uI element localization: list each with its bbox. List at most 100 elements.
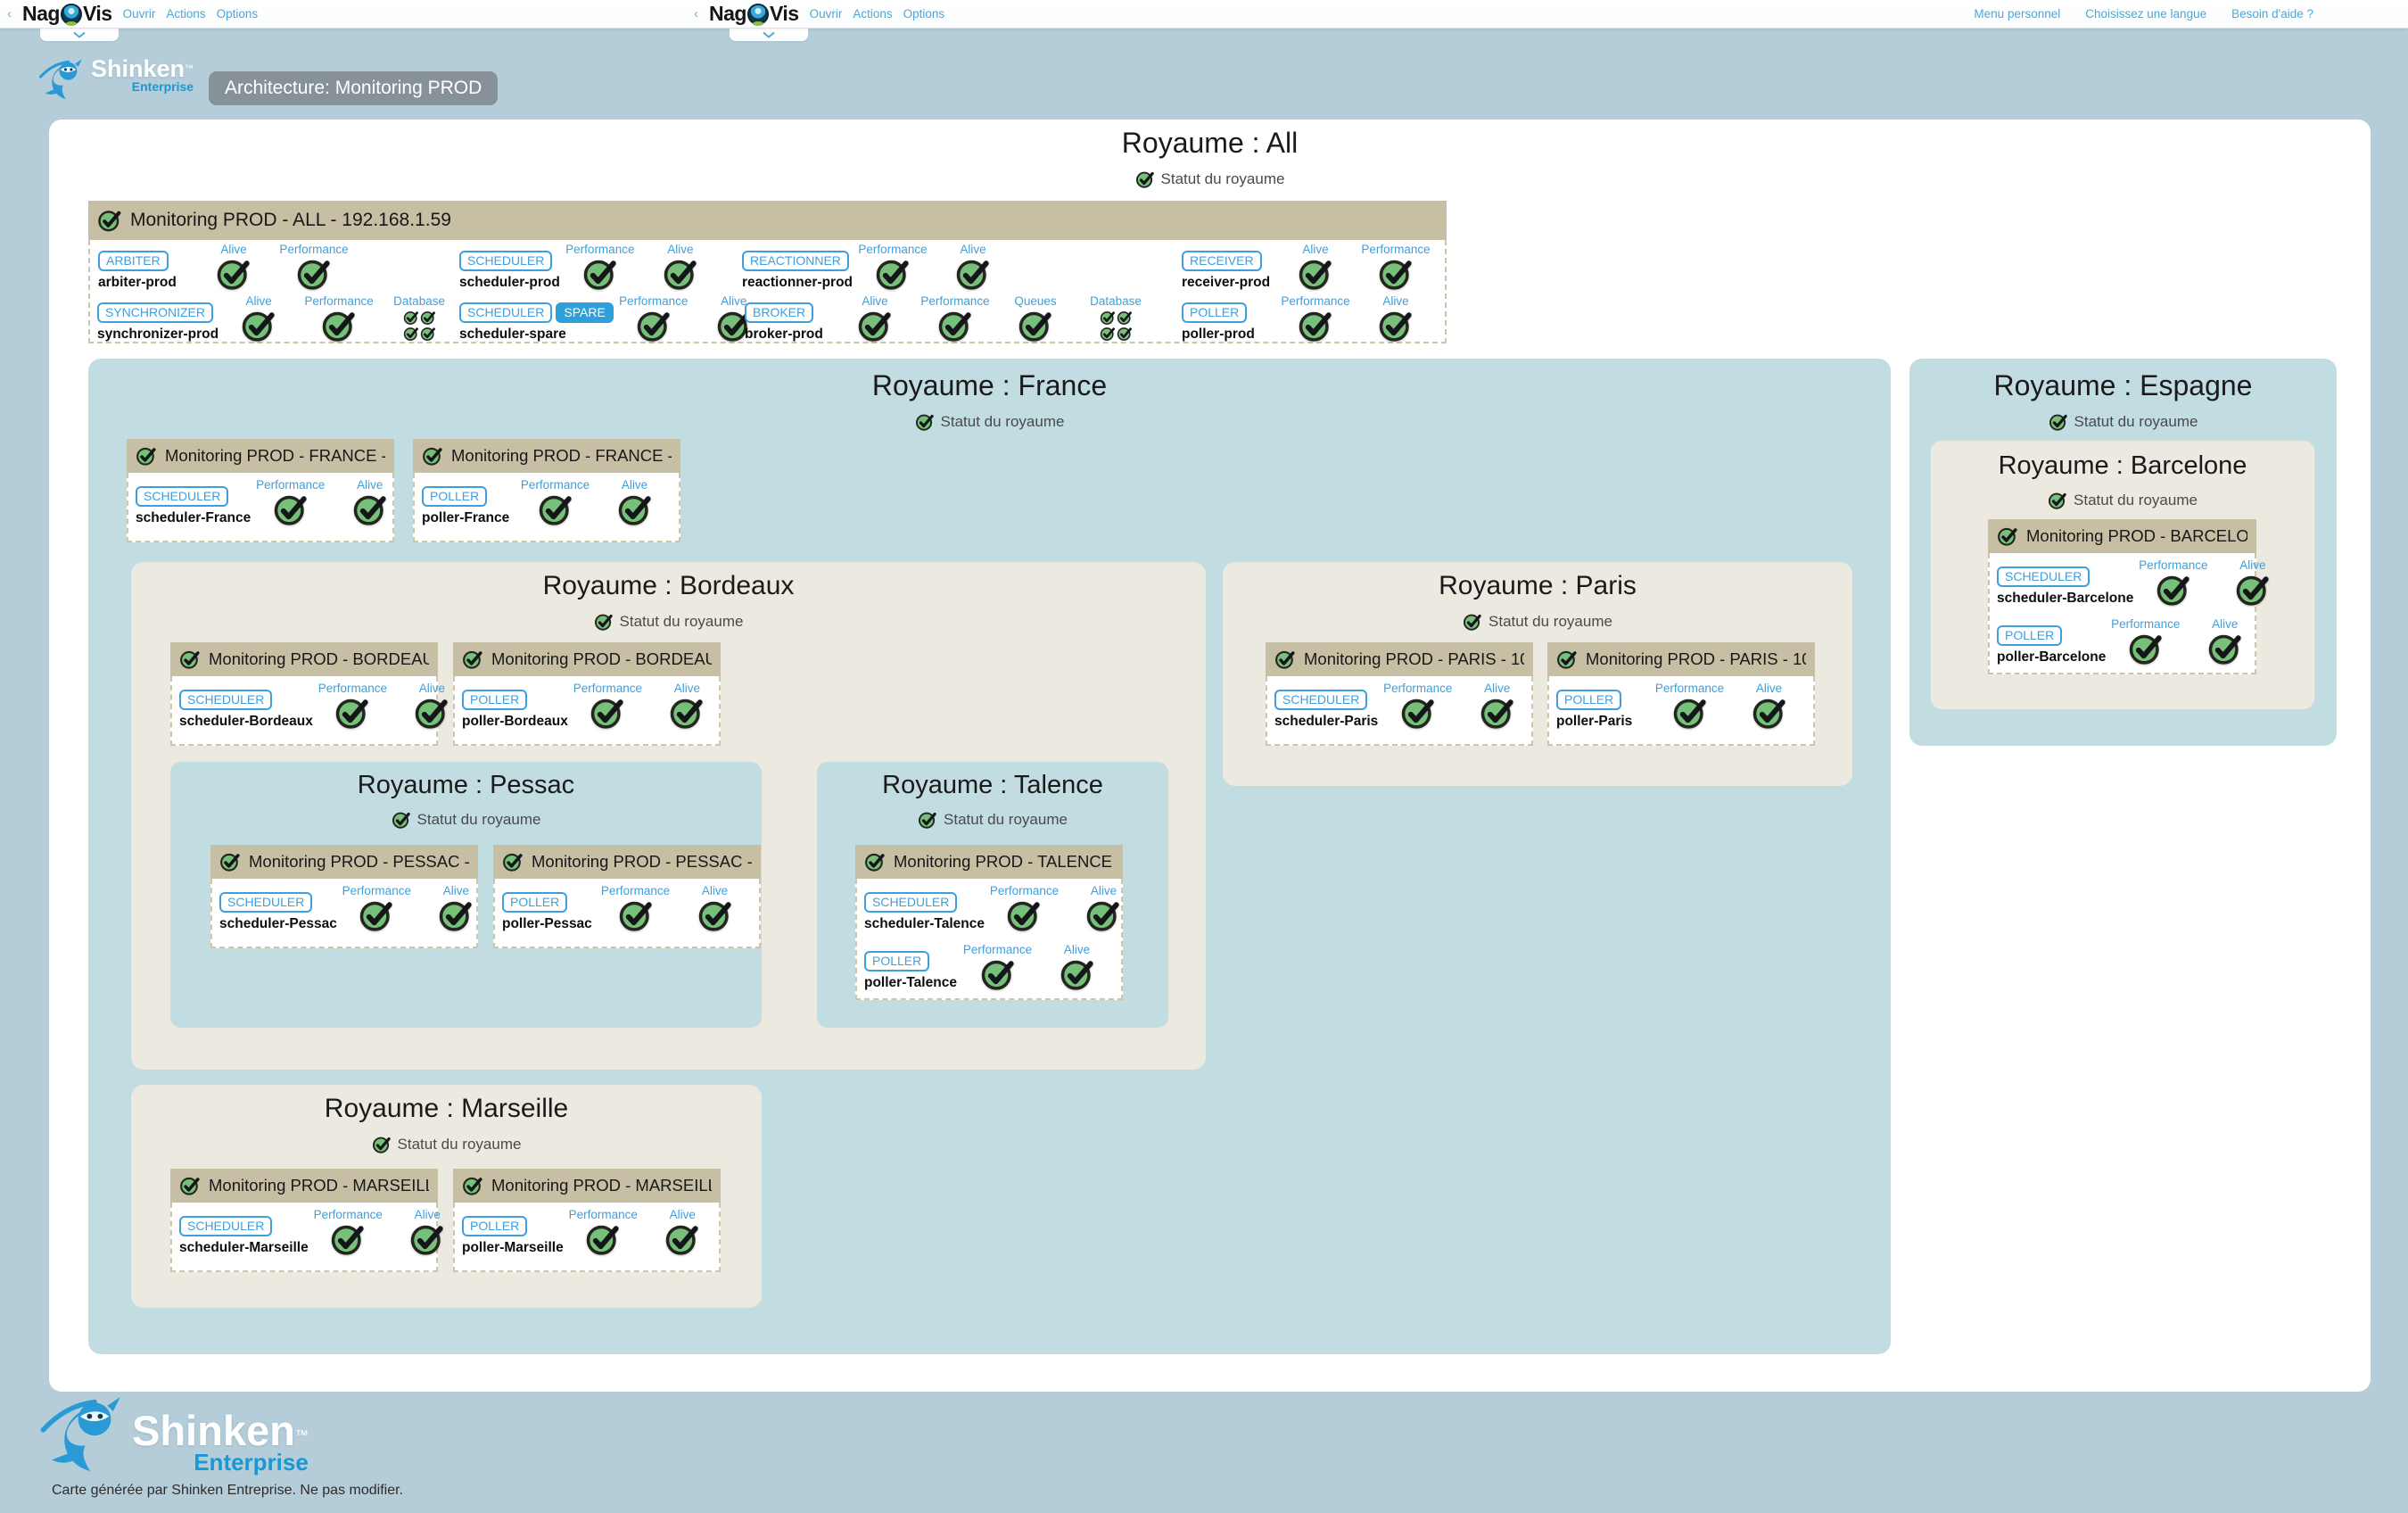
service-check-icon[interactable] [2207, 634, 2243, 670]
service-check-icon[interactable] [241, 311, 276, 347]
service-check-icon[interactable] [590, 699, 625, 734]
service-check-icon[interactable] [617, 495, 653, 531]
monitoring-host-header[interactable]: Monitoring PROD - BORDEAUX - ... [170, 642, 438, 676]
monitoring-host-header[interactable]: Monitoring PROD - BARCELONE -... [1988, 519, 2256, 553]
service-check-icon[interactable] [1378, 311, 1414, 347]
service-check-icon[interactable] [1006, 901, 1042, 937]
menu-actions[interactable]: Actions [853, 7, 893, 21]
status-ok-icon[interactable] [1135, 169, 1155, 189]
menu-personnel[interactable]: Menu personnel [1974, 7, 2061, 21]
service-check-icon[interactable] [1752, 699, 1787, 734]
service-check-icon[interactable] [1018, 311, 1053, 347]
service-check-icon[interactable] [2128, 634, 2164, 670]
back-arrow[interactable]: ‹ [7, 6, 12, 21]
service-check-icon[interactable] [538, 495, 573, 531]
status-ok-icon[interactable] [918, 810, 937, 830]
service-check-icon[interactable] [414, 699, 449, 734]
service-check-icon[interactable] [1480, 699, 1515, 734]
service-check-icon[interactable] [409, 1225, 445, 1261]
status-ok-icon[interactable] [372, 1135, 392, 1154]
status-ok-icon[interactable] [915, 412, 935, 432]
menu-ouvrir[interactable]: Ouvrir [809, 7, 843, 21]
menu-actions[interactable]: Actions [166, 7, 206, 21]
service-check-icon[interactable] [1378, 260, 1414, 295]
menu-langue[interactable]: Choisissez une langue [2085, 7, 2207, 21]
nagvis-eye-icon [60, 3, 82, 26]
service-check-icon[interactable] [585, 1225, 621, 1261]
service-check-icon[interactable] [716, 311, 752, 347]
monitoring-host-header[interactable]: Monitoring PROD - MARSEILLE - ... [453, 1169, 721, 1203]
header-dropdown-tab[interactable] [40, 28, 119, 41]
service-check-icon[interactable] [330, 1225, 366, 1261]
status-ok-icon[interactable] [2049, 412, 2068, 432]
service-check-icon[interactable] [857, 311, 893, 347]
service-check-icon[interactable] [1085, 901, 1121, 937]
service-check-icon[interactable] [980, 960, 1016, 996]
menu-aide[interactable]: Besoin d'aide ? [2231, 7, 2313, 21]
service-check-icon[interactable] [438, 901, 474, 937]
monitoring-host-header[interactable]: Monitoring PROD - TALENCE - 10... [855, 845, 1123, 879]
menu-options[interactable]: Options [903, 7, 945, 21]
monitoring-host-header[interactable]: Monitoring PROD - PESSAC - 10.0... [210, 845, 478, 879]
check-label: Alive [414, 1208, 441, 1221]
menu-ouvrir[interactable]: Ouvrir [122, 7, 156, 21]
check-label: Database [1090, 294, 1142, 308]
component-name: poller-Barcelone [1997, 649, 2107, 665]
monitoring-box-bordeaux-1: Monitoring PROD - BORDEAUX - ...SCHEDULE… [170, 642, 449, 746]
service-check-icon[interactable] [875, 260, 911, 295]
monitoring-host-title: Monitoring PROD - MARSEILLE - ... [209, 1176, 429, 1195]
service-check-icon[interactable] [334, 699, 370, 734]
service-check-icon[interactable] [937, 311, 973, 347]
monitoring-host-header[interactable]: Monitoring PROD - ALL - 192.168.1.59 [88, 201, 1447, 240]
service-check-icon[interactable] [582, 260, 618, 295]
status-ok-icon[interactable] [392, 810, 411, 830]
service-check-icon[interactable] [216, 260, 252, 295]
service-check-icon[interactable] [636, 311, 672, 347]
database-check-icon[interactable] [403, 310, 436, 342]
service-check-icon[interactable] [1298, 311, 1333, 347]
service-check-icon[interactable] [1400, 699, 1436, 734]
service-check-icon[interactable] [1672, 699, 1708, 734]
status-ok-icon[interactable] [1463, 612, 1482, 632]
status-ok-icon[interactable] [594, 612, 614, 632]
check-label: Performance [1361, 243, 1431, 256]
service-check-icon[interactable] [352, 495, 388, 531]
service-check-icon[interactable] [618, 901, 654, 937]
service-check-icon[interactable] [1298, 260, 1333, 295]
monitoring-host-header[interactable]: Monitoring PROD - MARSEILLE - ... [170, 1169, 438, 1203]
realm-status-barcelone: Statut du royaume [1931, 491, 2314, 510]
database-check-icon[interactable] [1100, 310, 1133, 342]
monitoring-host-header[interactable]: Monitoring PROD - FRANCE - 10.... [413, 439, 680, 473]
shinken-enterprise-label: Enterprise [194, 1449, 309, 1476]
monitoring-host-header[interactable]: Monitoring PROD - FRANCE - 10.... [127, 439, 394, 473]
monitoring-host-header[interactable]: Monitoring PROD - PARIS - 10.0.2.1 [1266, 642, 1533, 676]
service-check-icon[interactable] [1060, 960, 1095, 996]
component-name: scheduler-Marseille [179, 1240, 309, 1255]
component-type-badge: POLLER [462, 1216, 528, 1236]
monitoring-host-header[interactable]: Monitoring PROD - PARIS - 10.0.2.2 [1547, 642, 1815, 676]
service-check-icon[interactable] [2235, 575, 2271, 611]
service-check-icon[interactable] [273, 495, 309, 531]
back-arrow[interactable]: ‹ [694, 6, 698, 21]
service-check-icon[interactable] [2156, 575, 2191, 611]
status-ok-icon[interactable] [2048, 491, 2067, 510]
host-ok-icon [1997, 525, 2018, 547]
service-check-icon[interactable] [955, 260, 991, 295]
service-check-icon[interactable] [669, 699, 705, 734]
service-check-icon[interactable] [321, 311, 357, 347]
header-dropdown-tab[interactable] [730, 28, 808, 41]
realm-section-paris: Royaume : Paris Statut du royaume Monito… [1223, 562, 1852, 786]
service-check-icon[interactable] [359, 901, 394, 937]
service-check-icon[interactable] [664, 1225, 700, 1261]
menu-options[interactable]: Options [216, 7, 259, 21]
check-label: Performance [2111, 617, 2181, 631]
monitoring-host-header[interactable]: Monitoring PROD - BORDEAUX - ... [453, 642, 721, 676]
monitoring-host-header[interactable]: Monitoring PROD - PESSAC - 10.0... [493, 845, 761, 879]
service-check-icon[interactable] [663, 260, 698, 295]
service-check-icon[interactable] [296, 260, 332, 295]
service-check-icon[interactable] [697, 901, 733, 937]
